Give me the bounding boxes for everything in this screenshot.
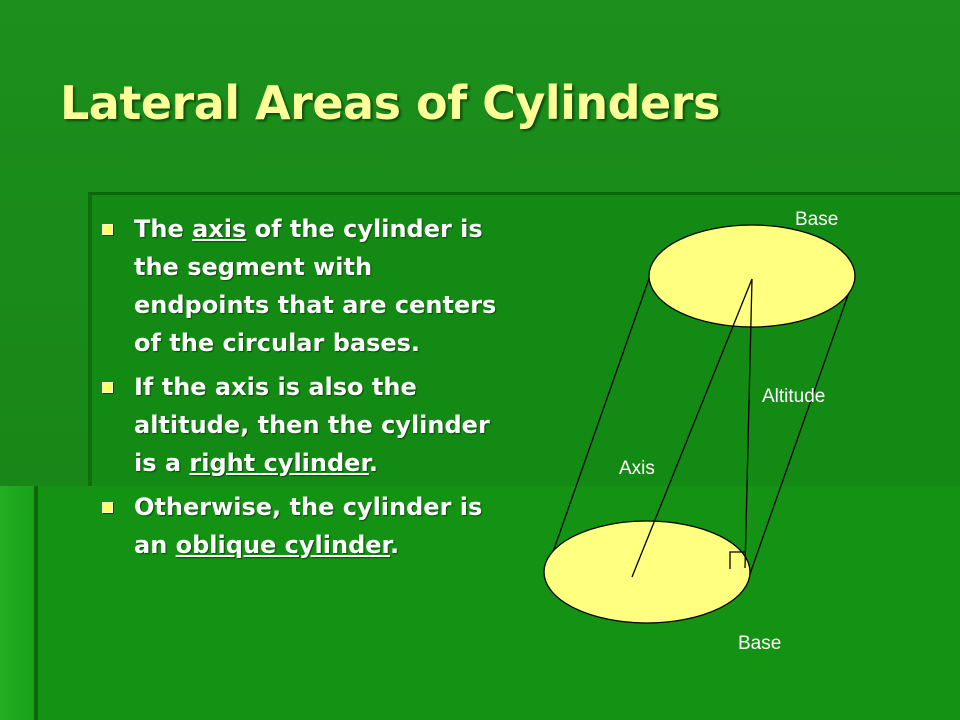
text-run: . bbox=[368, 449, 378, 477]
bullet-text: If the axis is also the altitude, then t… bbox=[134, 373, 490, 477]
square-bullet-icon bbox=[102, 502, 113, 513]
bullet-list: The axis of the cylinder is the segment … bbox=[100, 210, 510, 570]
text-run: The bbox=[134, 215, 193, 243]
left-lateral-edge bbox=[545, 275, 651, 573]
bottom-base-label: Base bbox=[738, 633, 782, 654]
axis-line bbox=[631, 278, 753, 578]
bullet-item-axis: The axis of the cylinder is the segment … bbox=[100, 210, 510, 362]
bullet-text: The axis of the cylinder is the segment … bbox=[134, 215, 496, 357]
right-lateral-edge bbox=[749, 277, 855, 575]
term-oblique-cylinder: oblique cylinder bbox=[175, 531, 390, 559]
square-bullet-icon bbox=[102, 382, 113, 393]
decorative-strip bbox=[0, 486, 34, 720]
bullet-item-oblique-cylinder: Otherwise, the cylinder is an oblique cy… bbox=[100, 488, 510, 564]
right-angle-marker bbox=[729, 551, 745, 569]
axis-label: Axis bbox=[619, 458, 655, 479]
top-base-ellipse bbox=[648, 224, 856, 328]
term-right-cylinder: right cylinder bbox=[189, 449, 369, 477]
bullet-text: Otherwise, the cylinder is an oblique cy… bbox=[134, 493, 482, 559]
term-axis: axis bbox=[192, 215, 247, 243]
text-run: . bbox=[389, 531, 400, 559]
text-run: Otherwise, the cylinder is an bbox=[134, 493, 483, 559]
text-run: of the cylinder is the segment with endp… bbox=[134, 215, 497, 357]
square-bullet-icon bbox=[102, 224, 113, 235]
altitude-label: Altitude bbox=[762, 386, 826, 407]
top-base-label: Base bbox=[795, 209, 839, 230]
bullet-item-right-cylinder: If the axis is also the altitude, then t… bbox=[100, 368, 510, 482]
text-run: If the axis is also the altitude, then t… bbox=[134, 373, 490, 477]
bottom-base-ellipse bbox=[543, 520, 751, 624]
content-panel-bottom bbox=[34, 486, 960, 720]
altitude-line bbox=[744, 278, 753, 569]
slide-title: Lateral Areas of Cylinders bbox=[60, 76, 720, 130]
